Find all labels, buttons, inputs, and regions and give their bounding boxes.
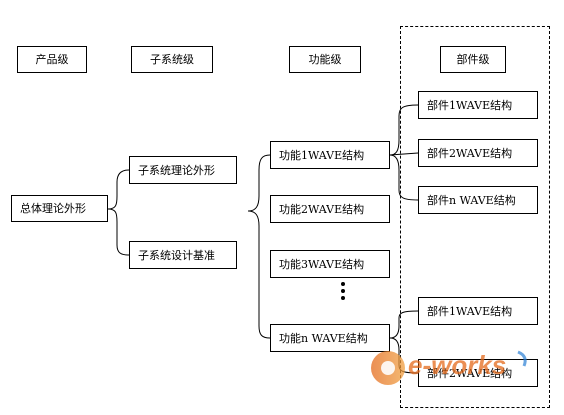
node-function-2: 功能2WAVE结构 xyxy=(270,195,390,223)
node-function-3: 功能3WAVE结构 xyxy=(270,250,390,278)
node-component-1: 部件1WAVE结构 xyxy=(418,91,538,119)
connector-subsystem-function xyxy=(247,154,271,212)
connector-function-component xyxy=(389,152,419,156)
header-function-level: 功能级 xyxy=(289,46,361,73)
node-subsystem-shape: 子系统理论外形 xyxy=(129,156,237,184)
node-subsystem-datum: 子系统设计基准 xyxy=(129,241,237,269)
node-function-n: 功能n WAVE结构 xyxy=(270,324,390,352)
connector-subsystem-function xyxy=(247,210,271,339)
connector-function-component xyxy=(389,104,419,156)
header-component-level: 部件级 xyxy=(440,46,506,73)
node-component-n: 部件n WAVE结构 xyxy=(418,186,538,214)
node-component-2: 部件2WAVE结构 xyxy=(418,139,538,167)
header-subsystem-level: 子系统级 xyxy=(131,46,213,73)
connector-function-component xyxy=(389,154,419,201)
connector-product-subsystem xyxy=(107,208,130,256)
watermark-text: e-works xyxy=(408,350,506,380)
node-component-1-second: 部件1WAVE结构 xyxy=(418,297,538,325)
eworks-watermark-logo: e-works xyxy=(371,350,527,385)
component-level-region xyxy=(400,26,550,408)
node-component-2-second: 部件2WAVE结构 xyxy=(418,359,538,387)
connector-function-component xyxy=(389,310,419,339)
connector-product-subsystem xyxy=(107,169,130,210)
node-product-overall-shape: 总体理论外形 xyxy=(11,195,108,222)
node-function-1: 功能1WAVE结构 xyxy=(270,141,390,169)
header-product-level: 产品级 xyxy=(17,46,87,73)
ellipsis-dots xyxy=(340,282,346,303)
